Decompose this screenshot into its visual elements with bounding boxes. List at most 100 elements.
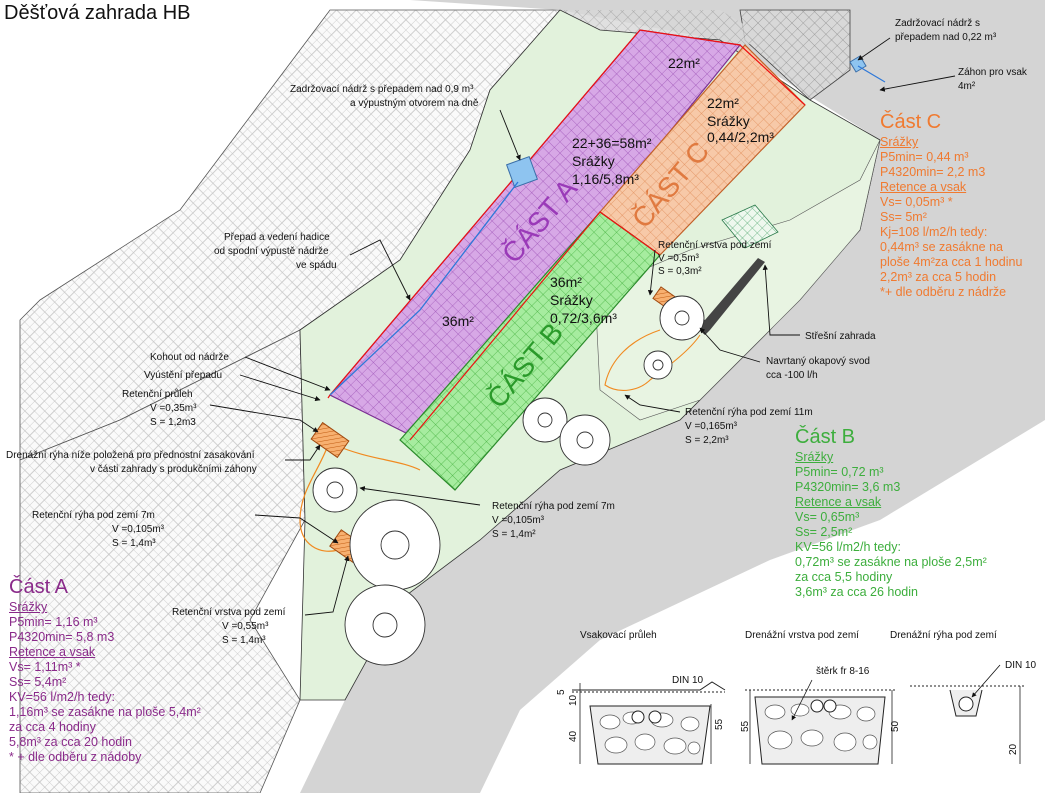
section-2-gravel-leader [791, 679, 813, 721]
part-b-line: P5min= 0,72 m³ [795, 465, 884, 479]
part-c-line: Vs= 0,05m³ * [880, 195, 953, 209]
cross-sections: Vsakovací průleh Drenážní vrstva pod zem… [556, 629, 1037, 765]
tank-c-note-2: přepadem nad 0,22 m³ [895, 32, 997, 43]
paved-area-south [19, 329, 306, 793]
part-c-line: Retence a vsak [880, 180, 967, 194]
trench11-note-3: S = 2,2m³ [685, 435, 729, 446]
part-b-sub-value: 0,72/3,6m³ [550, 310, 617, 326]
part-b-area: 36m² [550, 274, 582, 290]
part-c-summary-title: Část C [880, 111, 942, 133]
overflow-line [857, 65, 886, 83]
part-a-line: * + dle odběru z nádoby [9, 750, 142, 764]
trench11-note: Retenční rýha pod zemí 11m [685, 407, 813, 418]
section-1-pipe-2 [648, 710, 662, 724]
top-area-label: 22m² [668, 55, 700, 71]
roof-edge-red [327, 29, 806, 441]
overflow-note: Přepad a vedení hadice [224, 232, 330, 243]
part-c-sub-value: 0,44/2,2m³ [707, 129, 774, 145]
overflow-note-2: od spodní výpustě nádrže [214, 246, 329, 257]
section-2-dims [749, 690, 893, 764]
part-a-line: Srážky [9, 600, 48, 614]
bed-c-note-2: 4m² [958, 81, 976, 92]
part-a-line: KV=56 l/m2/h tedy: [9, 690, 115, 704]
passage-note-2: V =0,35m³ [150, 403, 197, 414]
downpipe-note: Navrtaný okapový svod [766, 356, 870, 367]
section-3-din-leader [971, 664, 1001, 698]
section-1-pipe [631, 710, 645, 724]
layer-low-note-3: S = 1,4m³ [222, 635, 266, 646]
part-c-line: Kj=108 l/m2/h tedy: [880, 225, 988, 239]
part-b-line: 0,72m³ se zasákne na ploše 2,5m² [795, 555, 987, 569]
dim-5: 5 [556, 689, 567, 695]
part-a-line: Retence a vsak [9, 645, 96, 659]
part-a-area-lower: 36m² [442, 313, 474, 329]
section-1-ground [572, 681, 726, 691]
layer-low-note: Retenční vrstva pod zemí [172, 607, 286, 618]
part-c-area: 22m² [707, 95, 739, 111]
part-b-summary-title: Část B [795, 426, 856, 448]
drain-path [299, 439, 421, 552]
bed-c-note: Záhon pro vsak [958, 67, 1028, 78]
part-a-area-main: 22+36=58m² [572, 135, 652, 151]
outlet-note: Vyústění přepadu [144, 370, 222, 381]
section-2-gravel-label: štěrk fr 8-16 [816, 666, 870, 677]
backyard-area [594, 139, 881, 421]
part-a-summary-title: Část A [9, 576, 68, 598]
trench7-left-note-3: S = 1,4m³ [112, 538, 156, 549]
tank-a-icon [505, 155, 539, 189]
layer-b-note-2: V =0,5m³ [658, 253, 700, 264]
page-title: Děšťová zahrada HB [4, 2, 191, 24]
dim-55-b: 55 [740, 720, 751, 732]
tree-group [312, 295, 705, 666]
section-3-pipe [958, 696, 974, 712]
tank-c-note: Zadržovací nádrž s [895, 18, 980, 29]
part-c-line: P4320min= 2,2 m3 [880, 165, 986, 179]
part-a-line: Vs= 1,11m³ * [9, 660, 81, 674]
dim-40: 40 [568, 730, 579, 742]
hose-line [329, 181, 519, 396]
trench-11m [604, 329, 701, 391]
roof-garden-note: Střešní zahrada [805, 331, 876, 342]
part-c-line: 2,2m³ za cca 5 hodin [880, 270, 997, 284]
trench7-right-note-2: V =0,105m³ [492, 515, 545, 526]
drain-note: Drenážní rýha níže položená pro přednost… [6, 450, 255, 461]
part-a-line: 5,8m³ za cca 20 hodin [9, 735, 132, 749]
dim-20: 20 [1008, 743, 1019, 755]
part-c-line: Srážky [880, 135, 919, 149]
section-1-dims [579, 683, 712, 764]
section-1-din: DIN 10 [672, 675, 704, 686]
section-3-title: Drenážní rýha pod zemí [890, 630, 997, 641]
section-2-pipe-2 [823, 699, 837, 713]
section-3-din: DIN 10 [1005, 660, 1037, 671]
leader-lines [209, 37, 956, 616]
overflow-note-3: ve spádu [296, 260, 337, 271]
part-c-line: ploše 4m²za cca 1 hodinu [880, 255, 1023, 269]
downpipe-note-2: cca -100 l/h [766, 370, 818, 381]
road-area [300, 0, 1045, 793]
part-a-line: za cca 4 hodiny [9, 720, 96, 734]
layer-low-note-2: V =0,55m³ [222, 621, 269, 632]
trench11-note-2: V =0,165m³ [685, 421, 738, 432]
part-b-line: 3,6m³ za cca 26 hodin [795, 585, 918, 599]
layer-b-note-3: S = 0,3m² [658, 266, 702, 277]
part-c-line: *+ dle odběru z nádrže [880, 285, 1007, 299]
part-c-summary: Část C Srážky P5min= 0,44 m³ P4320min= 2… [880, 110, 1022, 300]
part-a-sub-label: Srážky [572, 153, 615, 169]
part-b-line: Retence a vsak [795, 495, 882, 509]
section-2-title: Drenážní vrstva pod zemí [745, 630, 859, 641]
part-b-line: KV=56 l/m2/h tedy: [795, 540, 901, 554]
passage-note-3: S = 1,2m3 [150, 417, 196, 428]
annotation-texts: Zadržovací nádrž s přepadem nad 0,22 m³ … [6, 18, 1028, 646]
part-b-line: Vs= 0,65m³ [795, 510, 860, 524]
section-1-title: Vsakovací průleh [580, 629, 657, 641]
passage-note: Retenční průleh [122, 388, 193, 400]
part-a-line: 1,16m³ se zasákne na ploše 5,4m² [9, 705, 201, 719]
part-a-line: P4320min= 5,8 m3 [9, 630, 115, 644]
part-b-line: za cca 5,5 hodiny [795, 570, 893, 584]
part-b-line: P4320min= 3,6 m3 [795, 480, 901, 494]
tank-a-note-2: a výpustným otvorem na dně [350, 98, 479, 109]
part-c-sub-label: Srážky [707, 113, 750, 129]
part-c-line: 0,44m³ se zasákne na [880, 240, 1003, 254]
trench7-right-note: Retenční rýha pod zemí 7m [492, 501, 615, 512]
